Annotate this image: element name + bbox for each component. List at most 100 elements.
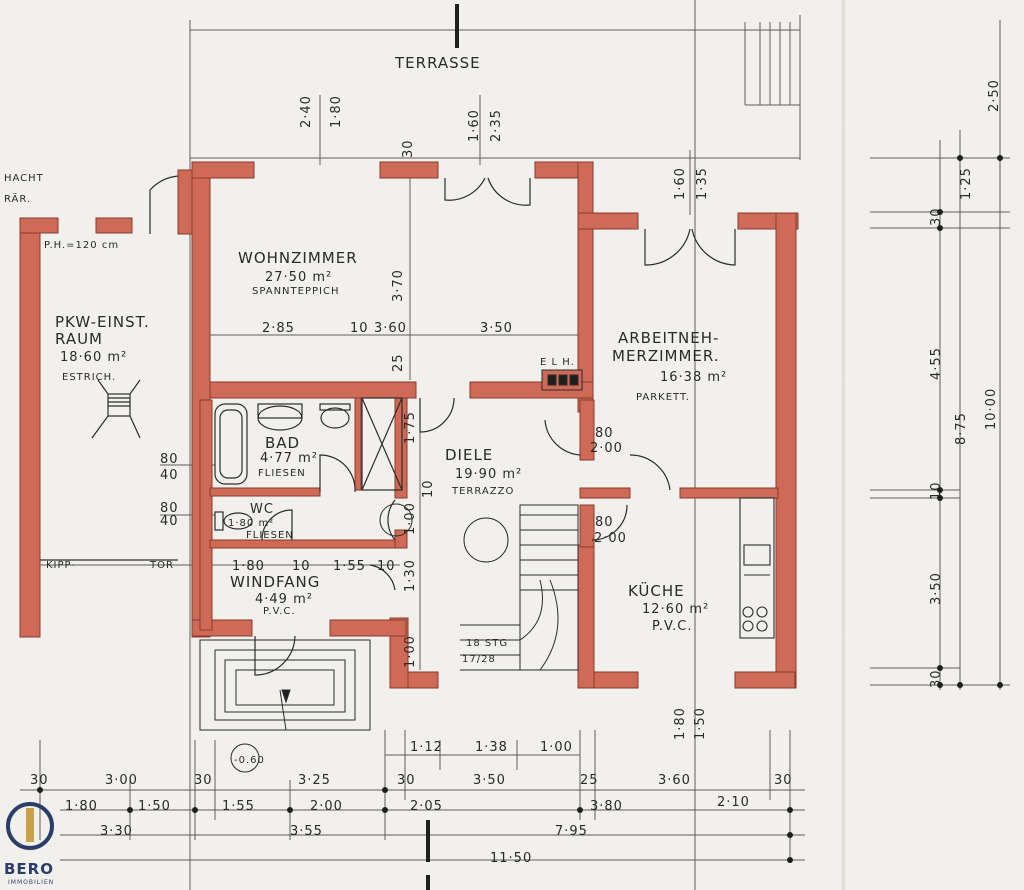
row2-150: 1·50 xyxy=(138,799,171,814)
windfang-area: 4·49 m² xyxy=(255,592,313,607)
dim-1-55: 1·55 xyxy=(333,559,366,574)
dim-1-75: 1·75 xyxy=(403,411,418,444)
dim-80-200b: 80 xyxy=(595,515,614,530)
pkw-label-1: PKW-EINST. xyxy=(55,313,150,331)
staircase xyxy=(379,503,579,671)
row3-355: 3·55 xyxy=(290,824,323,839)
dim-2-40: 2·40 xyxy=(299,95,314,128)
dim-1-00b: 1·00 xyxy=(403,635,418,668)
dim-2-35: 2·35 xyxy=(489,109,504,142)
level-note: -0.60 xyxy=(234,755,265,766)
chimney xyxy=(541,369,583,391)
row1-300: 3·00 xyxy=(105,773,138,788)
logo-name: BERO xyxy=(4,860,54,878)
row4-1150: 11·50 xyxy=(490,851,532,866)
dim-1-50: 1·50 xyxy=(693,707,708,740)
terrasse-label: TERRASSE xyxy=(394,54,481,72)
bad-label: BAD xyxy=(265,434,300,452)
dim-1-30: 1·30 xyxy=(403,559,418,592)
dim-3-50: 3·50 xyxy=(480,321,513,336)
schacht-note-2: RÄR. xyxy=(4,192,31,205)
dim-1-80a: 1·80 xyxy=(329,95,344,128)
dim-1-00a: 1·00 xyxy=(403,502,418,535)
bottom-dims: 30 3·00 30 3·25 30 3·50 25 3·60 30 1·80 … xyxy=(30,773,793,866)
kueche-floor: P.V.C. xyxy=(652,619,693,634)
right-250: 2·50 xyxy=(987,79,1002,112)
tor-note: TOR xyxy=(149,560,174,571)
dim-80b: 80 xyxy=(160,501,179,516)
garage-symbol xyxy=(91,379,141,439)
right-350: 3·50 xyxy=(929,572,944,605)
windfang-floor: P.V.C. xyxy=(263,606,296,617)
diele-area: 19·90 m² xyxy=(455,467,522,482)
dim-80-200a: 80 xyxy=(595,426,614,441)
grid-lines xyxy=(20,0,1010,890)
pkw-area: 18·60 m² xyxy=(60,350,127,365)
row2-180: 1·80 xyxy=(65,799,98,814)
dim-10c: 10 xyxy=(377,559,396,574)
row1-30a: 30 xyxy=(30,773,49,788)
right-455: 4·55 xyxy=(929,347,944,380)
arbeit-area: 16·38 m² xyxy=(660,370,727,385)
dim-1-38: 1·38 xyxy=(475,740,508,755)
bad-floor: FLIESEN xyxy=(258,468,306,479)
dim-1-35: 1·35 xyxy=(695,167,710,200)
schacht-note-1: HACHT xyxy=(4,173,44,184)
kitchen-units xyxy=(739,497,775,639)
windfang-label: WINDFANG xyxy=(230,573,320,591)
arbeit-floor: PARKETT. xyxy=(636,392,690,403)
dim-1-80b: 1·80 xyxy=(232,559,265,574)
dim-2-85: 2·85 xyxy=(262,321,295,336)
row1-325: 3·25 xyxy=(298,773,331,788)
axis-marks xyxy=(426,4,459,890)
diele-floor: TERRAZZO xyxy=(451,486,514,497)
pkw-label-2: RAUM xyxy=(55,330,103,348)
right-dims: 2·50 1·25 30 4·55 8·75 10·00 10 3·50 30 xyxy=(929,79,1002,688)
row3-330: 3·30 xyxy=(100,824,133,839)
dim-200a: 2·00 xyxy=(590,441,623,456)
inner-dims: 2·85 10 3·60 3·50 2·40 1·80 30 1·60 2·35… xyxy=(160,95,710,755)
logo-subtitle: IMMOBILIEN xyxy=(8,879,55,886)
eh-note: E L H. xyxy=(540,357,575,368)
diele-label: DIELE xyxy=(445,446,493,464)
dim-1-00c: 1·00 xyxy=(540,740,573,755)
kueche-area: 12·60 m² xyxy=(642,602,709,617)
dim-1-60a: 1·60 xyxy=(467,109,482,142)
bad-area: 4·77 m² xyxy=(260,451,318,466)
row1-30d: 30 xyxy=(774,773,793,788)
row1-30b: 30 xyxy=(194,773,213,788)
row1-350: 3·50 xyxy=(473,773,506,788)
doors xyxy=(40,175,736,676)
wc-floor: FLIESEN xyxy=(246,530,294,541)
arbeit-label-2: MERZIMMER. xyxy=(612,347,720,365)
stairs-note-2: 17/28 xyxy=(462,654,496,665)
dim-1-12: 1·12 xyxy=(410,740,443,755)
right-1000: 10·00 xyxy=(984,388,999,430)
sanitary xyxy=(214,397,403,531)
arbeit-label-1: ARBEITNEH- xyxy=(618,329,719,347)
dim-10: 10 xyxy=(350,321,369,336)
wohnzimmer-floor: SPANNTEPPICH xyxy=(252,286,339,297)
dim-3-70: 3·70 xyxy=(391,269,406,302)
ph-note: P.H.=120 cm xyxy=(44,240,119,251)
right-125: 1·25 xyxy=(959,167,974,200)
wc-label: WC xyxy=(250,502,274,517)
row2-205: 2·05 xyxy=(410,799,443,814)
stairs-note-1: 18 STG xyxy=(466,638,508,649)
pkw-floor: ESTRICH. xyxy=(62,372,116,383)
dim-80a: 80 xyxy=(160,452,179,467)
dim-3-60: 3·60 xyxy=(374,321,407,336)
dim-1-60b: 1·60 xyxy=(673,167,688,200)
walls xyxy=(19,161,799,689)
dim-25: 25 xyxy=(391,353,406,372)
dim-dots xyxy=(37,155,1003,863)
row1-30c: 30 xyxy=(397,773,416,788)
entrance-steps xyxy=(199,639,371,773)
right-875: 8·75 xyxy=(954,412,969,445)
dim-30a: 30 xyxy=(401,139,416,158)
dim-40a: 40 xyxy=(160,468,179,483)
row2-200: 2·00 xyxy=(310,799,343,814)
dim-200b: 2·00 xyxy=(594,531,627,546)
